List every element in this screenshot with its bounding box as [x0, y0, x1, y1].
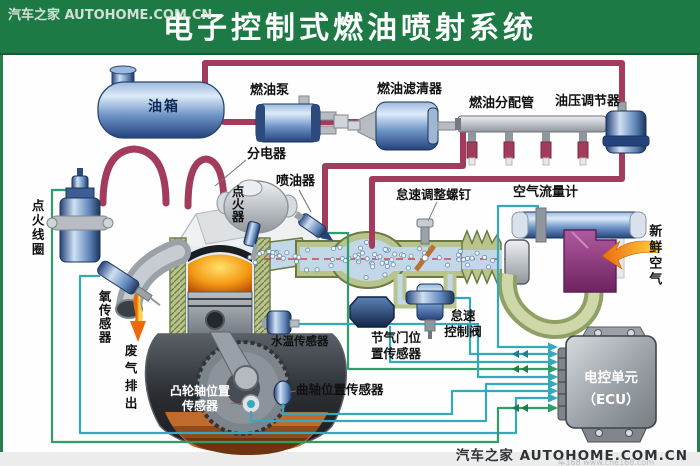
oxygen-sensor [97, 260, 161, 307]
fuel-pump-label: 燃油泵 [250, 83, 290, 98]
fuel-pressure-regulator [602, 101, 650, 154]
water-temp-sensor [262, 310, 300, 335]
water-temp-sensor-label: 水温传感器 [271, 334, 329, 348]
spark-plug-wires [99, 145, 228, 210]
ignition-coil-label: 点火线圈 [29, 199, 45, 257]
title-bar-edge [0, 53, 700, 55]
air-flow-meter [511, 207, 647, 293]
air-flow-meter-label: 空气流量计 [513, 185, 579, 200]
fresh-air-arrow [601, 240, 659, 270]
leader-lines [214, 159, 438, 405]
ignition-wire [50, 188, 556, 444]
pressure-regulator-label: 油压调节器 [555, 94, 621, 109]
fuel-pump [255, 95, 349, 143]
fuel-return-line [369, 147, 625, 249]
tank-label: 油箱 [148, 99, 180, 115]
intake-manifold [247, 218, 604, 339]
manifold-injector [293, 211, 334, 241]
fresh-air-label: 新鲜空气 [646, 224, 662, 288]
watermark-bottom: 汽车之家 AUTOHOME.COM.CN [455, 448, 688, 464]
idle-screw-label: 怠速调整螺钉 [396, 187, 472, 202]
injector-wire [328, 231, 556, 371]
exhaust-pipe [115, 239, 191, 342]
right-border [697, 0, 700, 452]
title-bar [0, 0, 700, 55]
spark-plug [243, 221, 261, 261]
idle-adjust-screw [416, 218, 434, 245]
wire-arrowheads [512, 342, 558, 413]
ignition-coil [46, 168, 114, 263]
fuel-filter [347, 101, 457, 151]
fuel-tank [97, 65, 225, 139]
fuel-filter-label: 燃油滤清器 [377, 82, 443, 97]
left-border [0, 0, 3, 452]
fuel-rail-label: 燃油分配管 [469, 96, 535, 111]
watermark-top: 汽车之家 AUTOHOME.COM.CN [8, 8, 213, 23]
camshaft-sensor-label: 凸轮轴位置 传感器 [169, 384, 230, 413]
ecu-label: 电控单元 （ECU） [582, 370, 640, 408]
igniter-label: 点火器 [229, 185, 245, 223]
ecu [557, 326, 657, 443]
oxygen-sensor-label: 氧传感器 [96, 290, 112, 344]
watermark-small: 车168 www.che168.com [557, 458, 654, 466]
rail-injectors [466, 132, 589, 166]
exhaust-out-label: 废气排出 [122, 344, 138, 414]
crankshaft-sensor-label: 曲轴位置传感器 [296, 382, 384, 397]
engine-cutaway [144, 205, 347, 455]
idle-control-valve [405, 283, 455, 339]
bottom-strip [0, 452, 700, 466]
page-title: 电子控制式燃油喷射系统 [163, 11, 537, 46]
throttle-sensor-label: 节气门位 置传感器 [370, 330, 421, 361]
crankshaft-position-sensor [273, 380, 293, 406]
idle-valve-label: 怠速 控制阀 [444, 308, 482, 339]
exhaust-arrow [133, 293, 143, 325]
distributor-label: 分电器 [247, 147, 287, 162]
injector-feed-line [322, 129, 466, 233]
oxygen-sensor-wire [78, 274, 556, 435]
fuel-rail [455, 115, 607, 133]
distributor [216, 179, 298, 234]
throttle-position-sensor [349, 296, 395, 328]
throttle-body-elbow [504, 239, 530, 285]
injector-label: 喷油器 [276, 174, 316, 189]
